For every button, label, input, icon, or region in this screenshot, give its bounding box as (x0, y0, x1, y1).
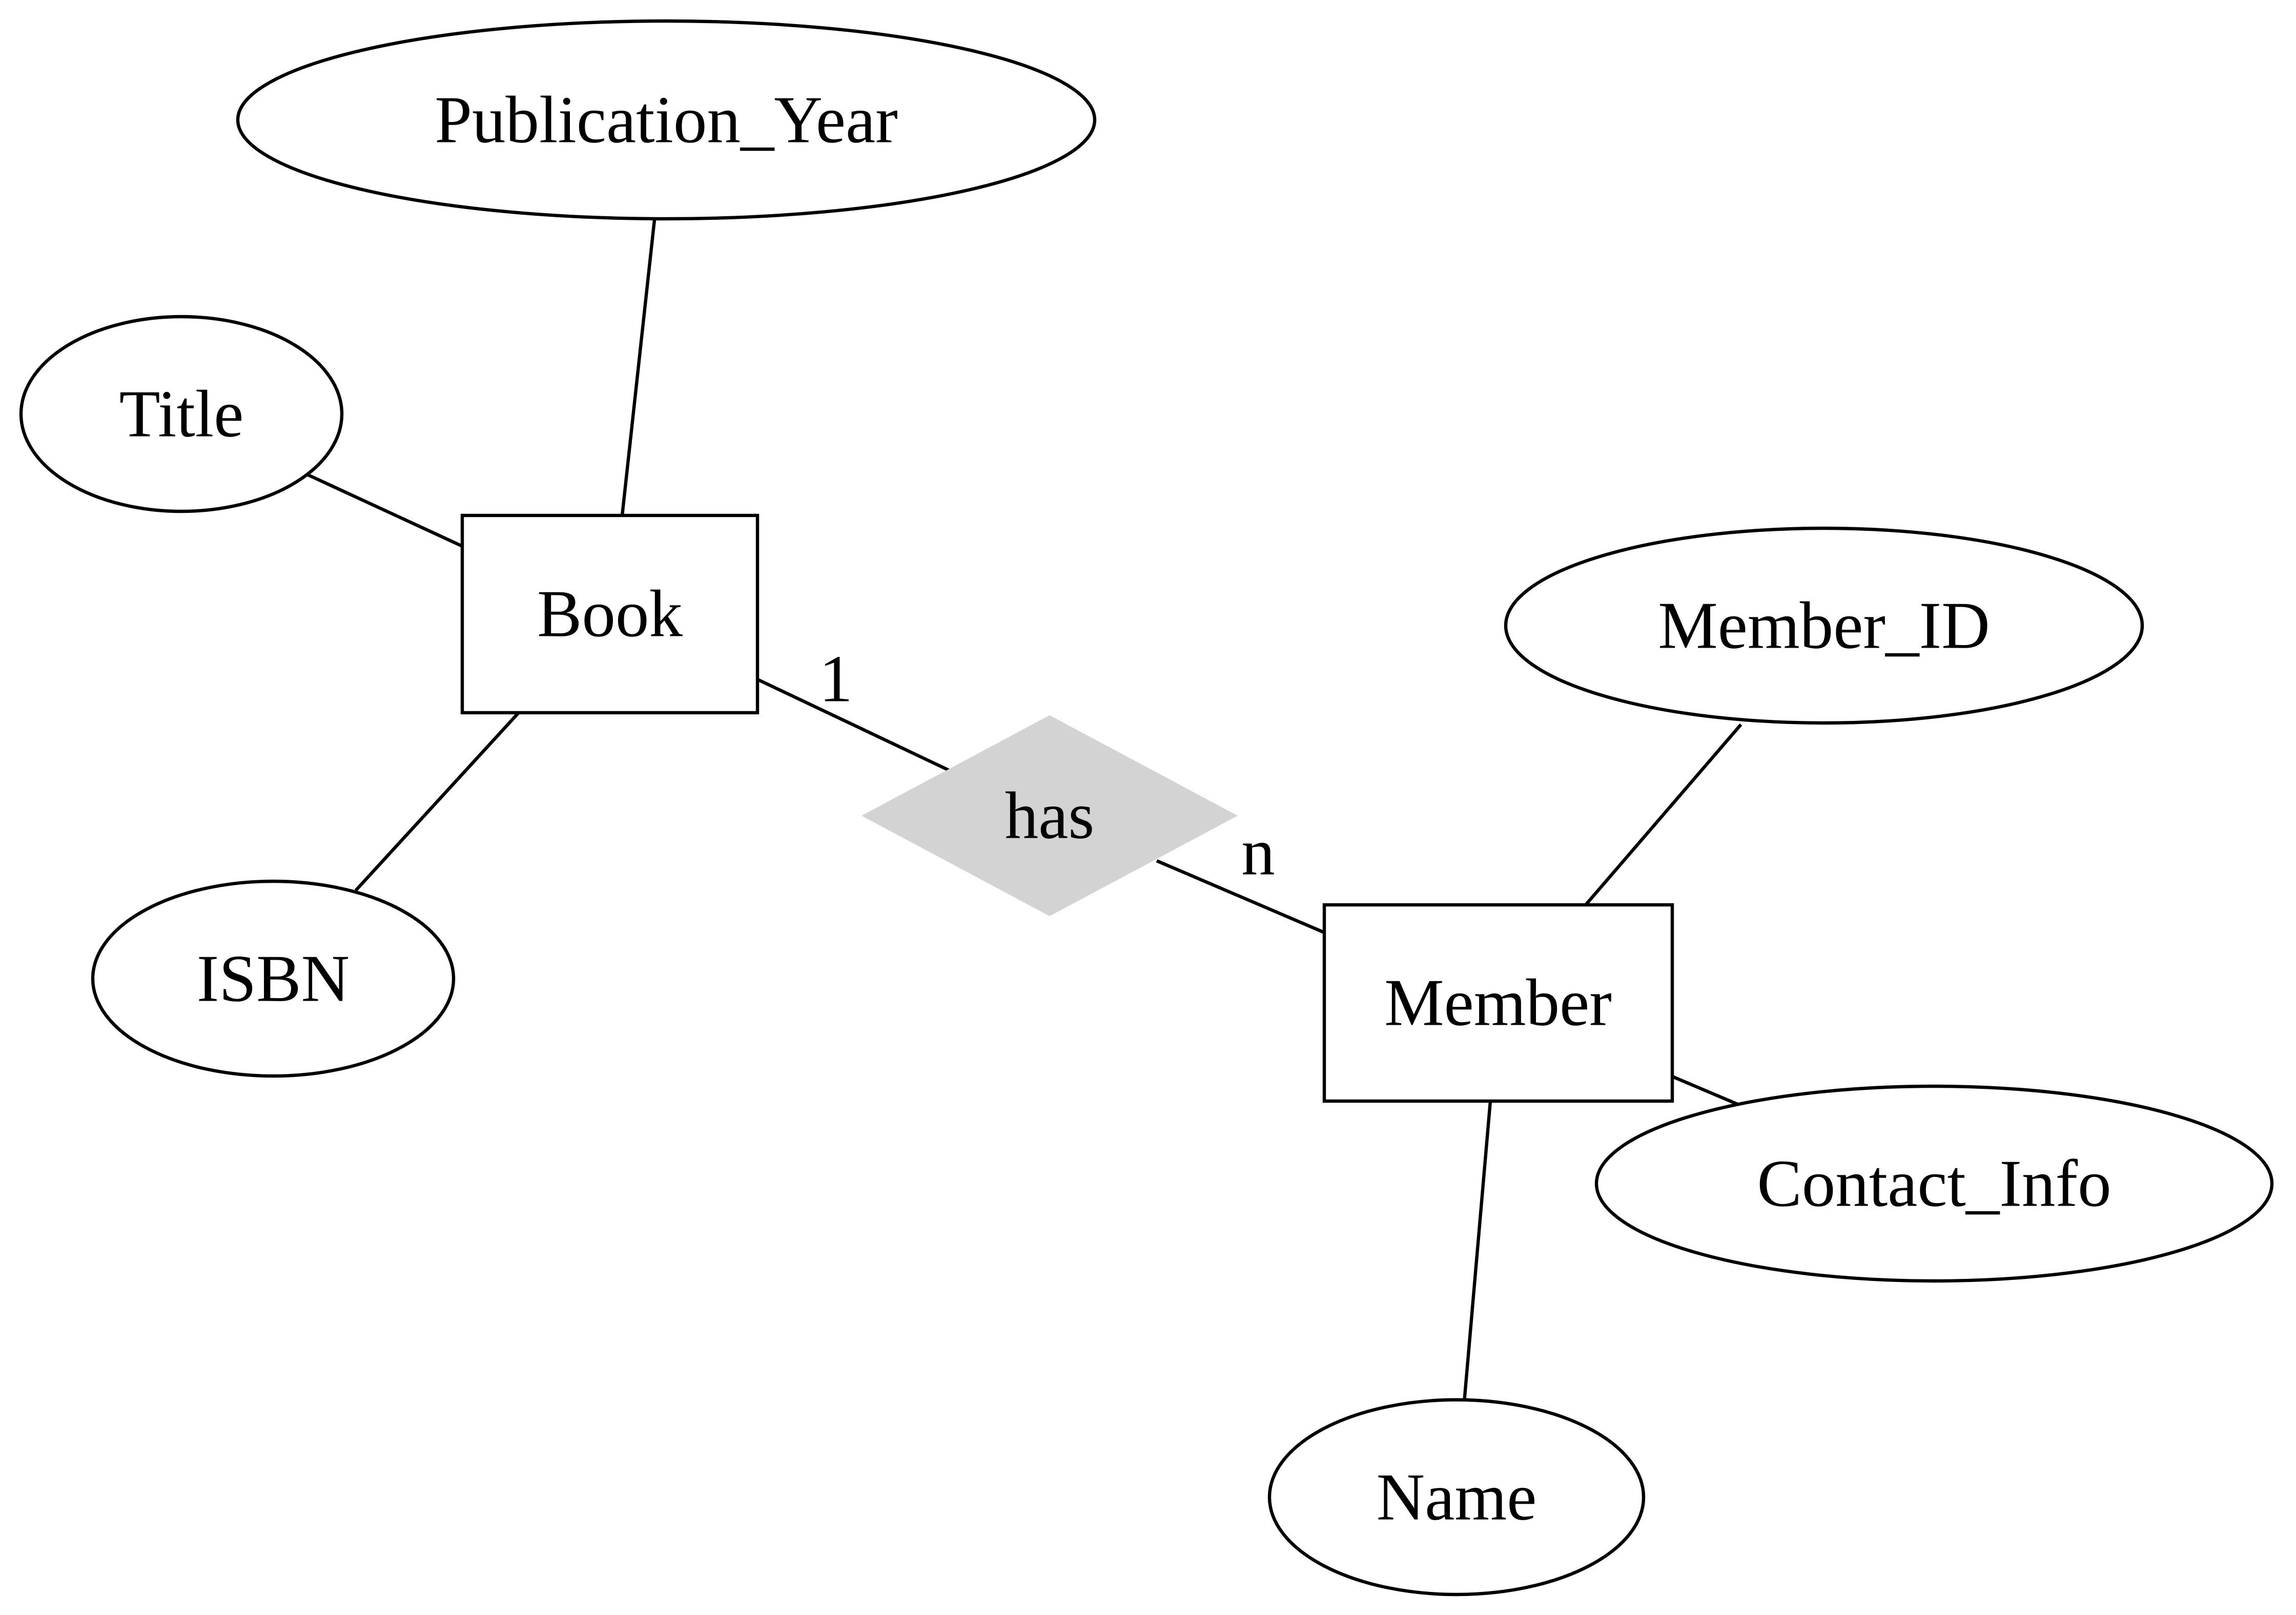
attribute-publication-year[interactable]: Publication_Year (236, 19, 1097, 221)
attribute-isbn-label: ISBN (197, 942, 350, 1016)
cardinality-book-side: 1 (819, 642, 853, 716)
attribute-member-id-label: Member_ID (1658, 589, 1990, 663)
attribute-isbn[interactable]: ISBN (91, 879, 456, 1078)
edge-member-contact-info (1671, 1075, 1745, 1108)
attribute-member-id-shape (1504, 526, 2144, 725)
attribute-contact-info[interactable]: Contact_Info (1594, 1084, 2274, 1283)
attribute-member-id[interactable]: Member_ID (1504, 526, 2144, 725)
edge-has-member (1156, 859, 1325, 934)
attribute-title-shape (19, 315, 344, 513)
attribute-name-label: Name (1377, 1460, 1537, 1535)
attribute-isbn-shape (91, 879, 456, 1078)
attribute-contact-info-label: Contact_Info (1757, 1147, 2111, 1221)
edge-book-title (305, 472, 463, 548)
relationship-has[interactable]: has (862, 715, 1238, 916)
attribute-title-label: Title (119, 377, 244, 451)
edge-member-member-id (1584, 723, 1742, 906)
relationship-has-shape (862, 715, 1238, 916)
entity-member-label: Member (1384, 966, 1612, 1040)
entity-book-shape (460, 513, 760, 715)
edge-book-publication-year (620, 219, 657, 516)
relationship-has-label: has (1005, 779, 1095, 853)
attribute-publication-year-label: Publication_Year (435, 83, 898, 157)
entity-member[interactable]: Member (1322, 903, 1674, 1103)
entity-member-shape (1322, 903, 1674, 1103)
edge-book-has (756, 678, 950, 772)
edges (305, 219, 1745, 1403)
attribute-name-shape (1267, 1398, 1646, 1597)
attribute-contact-info-shape (1594, 1084, 2274, 1283)
edge-book-isbn (354, 711, 520, 892)
entity-book[interactable]: Book (460, 513, 760, 715)
entity-book-label: Book (537, 577, 683, 651)
attribute-title[interactable]: Title (19, 315, 344, 513)
attribute-name[interactable]: Name (1267, 1398, 1646, 1597)
attribute-publication-year-shape (236, 19, 1097, 221)
edge-member-name (1462, 1101, 1492, 1403)
cardinality-member-side: n (1241, 815, 1275, 889)
